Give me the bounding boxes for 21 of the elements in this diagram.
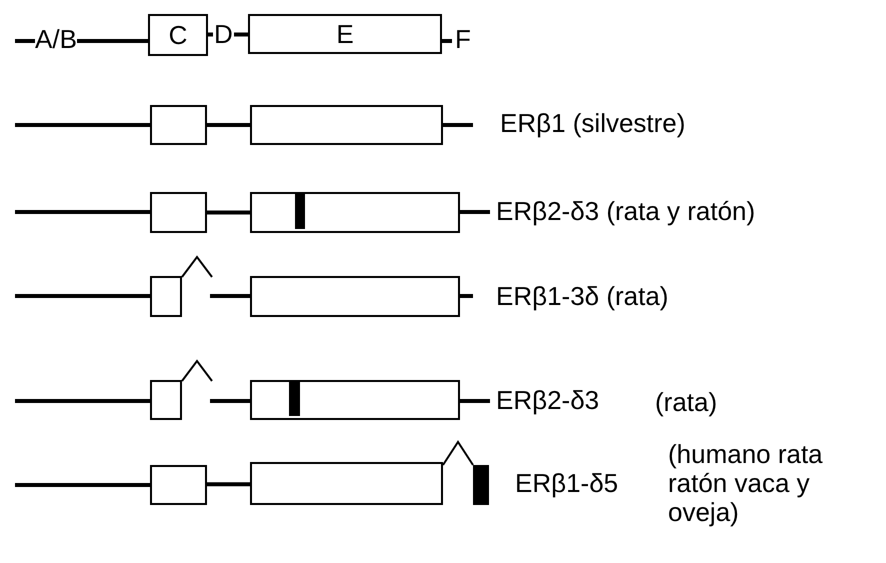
domain-box — [148, 14, 208, 56]
connector-line — [207, 123, 250, 127]
domain-box — [250, 276, 460, 317]
domain-box — [250, 380, 460, 420]
domain-box — [150, 192, 207, 233]
exon-bar — [295, 192, 305, 229]
connector-line — [207, 482, 250, 486]
connector-line — [207, 210, 250, 214]
domain-box — [250, 105, 443, 145]
domain-letter: E — [336, 18, 354, 50]
domain-box — [150, 276, 182, 317]
splice-line — [442, 440, 474, 466]
exon-bar — [289, 380, 300, 416]
domain-box — [150, 465, 207, 505]
exon-bar — [473, 465, 489, 505]
domain-letter: C — [168, 20, 188, 50]
domain-box — [150, 105, 207, 145]
domain-box — [150, 380, 182, 420]
domain-box — [250, 192, 460, 233]
domain-box — [250, 462, 443, 505]
domain-box — [248, 14, 442, 54]
